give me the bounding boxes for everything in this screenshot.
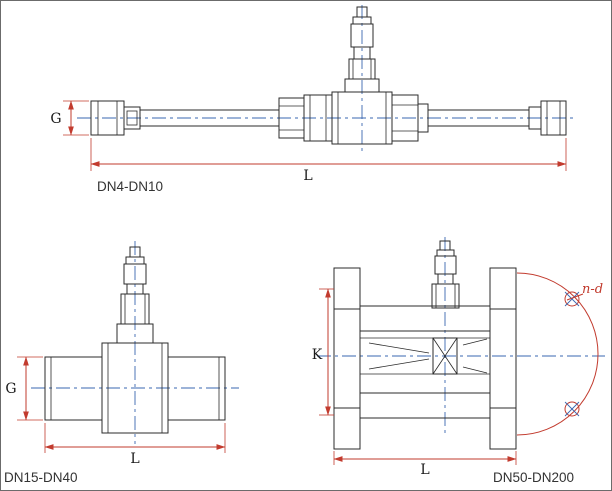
dimension-g: G	[5, 356, 43, 421]
dim-label-k: K	[312, 347, 323, 363]
caption-dn4-dn10: DN4-DN10	[97, 179, 163, 194]
dim-label-g: G	[50, 111, 61, 127]
dim-label-l: L	[420, 462, 429, 478]
dimension-g-top: G	[50, 100, 89, 136]
sensor-stack	[431, 240, 460, 309]
dimension-l: L	[333, 451, 517, 478]
sensor-stack	[344, 6, 380, 93]
meter-body	[44, 342, 226, 434]
caption-dn15-dn40: DN15-DN40	[4, 470, 78, 485]
view-dn50-dn200: n-d K L DN50-DN200	[312, 237, 605, 485]
view-dn4-dn10: G L DN4-DN10	[50, 5, 577, 194]
bolt-hole-top	[564, 291, 580, 307]
dimension-l-top: L	[90, 138, 567, 184]
bolt-count-label: n-d	[582, 282, 603, 297]
meter-tube-section	[359, 305, 491, 419]
dim-label-l: L	[130, 451, 139, 467]
dim-label-l: L	[303, 168, 312, 184]
bolt-hole-bottom	[564, 401, 580, 417]
caption-dn50-dn200: DN50-DN200	[493, 470, 574, 485]
view-dn15-dn40: G L DN15-DN40	[4, 241, 239, 485]
right-fitting	[528, 100, 567, 136]
dim-label-g: G	[5, 381, 16, 397]
turbine-rotor	[368, 337, 488, 375]
right-flange	[489, 267, 517, 450]
bolt-circle: n-d	[516, 272, 603, 436]
dimension-k: K	[312, 288, 334, 416]
dimension-l: L	[44, 423, 226, 467]
left-flange	[333, 267, 361, 450]
